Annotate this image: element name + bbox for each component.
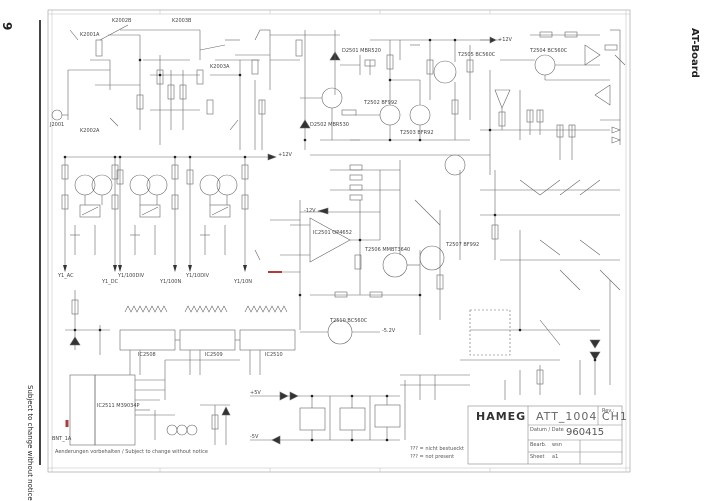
top-right-section (480, 29, 626, 175)
k2002b-label: K2002B (112, 18, 132, 24)
hameg-logo: HAMEG (476, 410, 527, 423)
footer-note: Aenderungen vorbehalten / Subject to cha… (55, 449, 208, 455)
date-label: Datum / Date (530, 427, 564, 433)
transistor-t2505 (433, 60, 457, 84)
k2003a-label: K2003A (210, 64, 230, 70)
ic2509 (179, 329, 236, 351)
connector-label-2: Y1_DC (102, 279, 119, 285)
rail-label-m12v: -12V (304, 208, 316, 214)
relay-coil-2 (176, 424, 188, 436)
ic2511-label: IC2511 M39034P (97, 403, 140, 409)
regulator-2 (339, 407, 366, 431)
t2503-label: T2503 BFR92 (400, 130, 434, 136)
opamp-ic2510a (594, 84, 611, 106)
d2502-label: D2502 MBR530 (310, 122, 349, 128)
d2501-label: D2501 MBR520 (342, 48, 381, 54)
k2003b-label: K2003B (172, 18, 192, 24)
legend-line-1: ??? = nicht bestueckt (410, 446, 465, 452)
transistor-t2507 (419, 245, 445, 271)
t2502-label: T2502 BF992 (364, 100, 398, 106)
ic2511 (94, 374, 136, 446)
drawing-title: ATT_1004 CH1 (536, 410, 628, 423)
k2001a-label: K2001A (80, 32, 100, 38)
date-value: 960415 (566, 427, 605, 438)
t2510-label: T2510 BC560C (330, 318, 368, 324)
ic2510-label: IC2510 (265, 352, 283, 358)
rail-label-5v: +5V (250, 390, 261, 396)
rail-arrow-m12v (316, 207, 329, 215)
opamp-ic2510b (584, 44, 601, 66)
rail-label-m52v: -5.2V (382, 328, 396, 334)
drawn-label: Bearb. (530, 442, 547, 448)
connector-label-5: Y1/10DIV (186, 273, 210, 279)
connector-arrows (63, 265, 247, 272)
attenuator-section (51, 24, 271, 150)
legend-line-2: ??? = not present (410, 454, 455, 460)
right-section (460, 170, 621, 400)
connector-label-bnt: BNT_1A (52, 436, 72, 442)
ic2509-label: IC2509 (205, 352, 223, 358)
sheet-value: a1 (552, 454, 559, 460)
relay-block (469, 309, 511, 356)
connector-label-1: Y1_AC (58, 273, 74, 279)
buffer-section (270, 30, 500, 156)
ic2508 (119, 329, 176, 351)
frame (47, 9, 631, 473)
relay-driver-section (69, 359, 240, 446)
revision-label: Rev.: (602, 408, 615, 414)
shift-register-section (65, 290, 296, 375)
regulator-section (250, 374, 470, 445)
transistor-t2503 (409, 104, 431, 126)
rail-label-12v-b: +12V (498, 37, 512, 43)
transistor-t2504 (534, 54, 556, 76)
ic2510 (239, 329, 296, 351)
relay-coil-1 (166, 424, 178, 436)
t2507-label: T2507 BF992 (446, 242, 480, 248)
sheet-label: Sheet (530, 454, 545, 460)
connector-label-3: Y1/100DIV (118, 273, 145, 279)
j2001-label: J2001 (50, 122, 65, 128)
ic2501-label: IC2501 OP4652 (313, 230, 352, 236)
transistor-t2502 (379, 104, 401, 126)
k2002a-label: K2002A (80, 128, 100, 134)
junction-dots (63, 38, 597, 442)
rail-label-m5v: -5V (250, 434, 259, 440)
t2506-label: T2506 MMBT3640 (365, 247, 411, 253)
t2504-label: T2504 BC560C (530, 48, 568, 54)
diode-d2502 (299, 119, 311, 129)
opamp-section (254, 154, 466, 345)
relay-coils-block (69, 374, 96, 446)
transistor-t2506 (382, 252, 408, 278)
connector-label-6: Y1/10N (234, 279, 253, 285)
opamp-ic2501 (309, 217, 351, 263)
ic2508-label: IC2508 (138, 352, 156, 358)
regulator-1 (299, 407, 326, 431)
rail-label-12v: +12V (278, 152, 292, 158)
preamp-section (61, 153, 277, 265)
relay-coil-3 (186, 424, 198, 436)
t2505-label: T2505 BC560C (458, 52, 496, 58)
title-block-frame (467, 405, 623, 465)
regulator-3 (374, 404, 401, 428)
connector-label-4: Y1/100N (160, 279, 182, 285)
input-connector-j2001 (51, 109, 63, 121)
drawn-value: wsn (552, 442, 562, 448)
transistor-t2501 (321, 87, 343, 109)
opamp-ic2509 (494, 89, 511, 109)
transistor-t2509 (444, 154, 466, 176)
